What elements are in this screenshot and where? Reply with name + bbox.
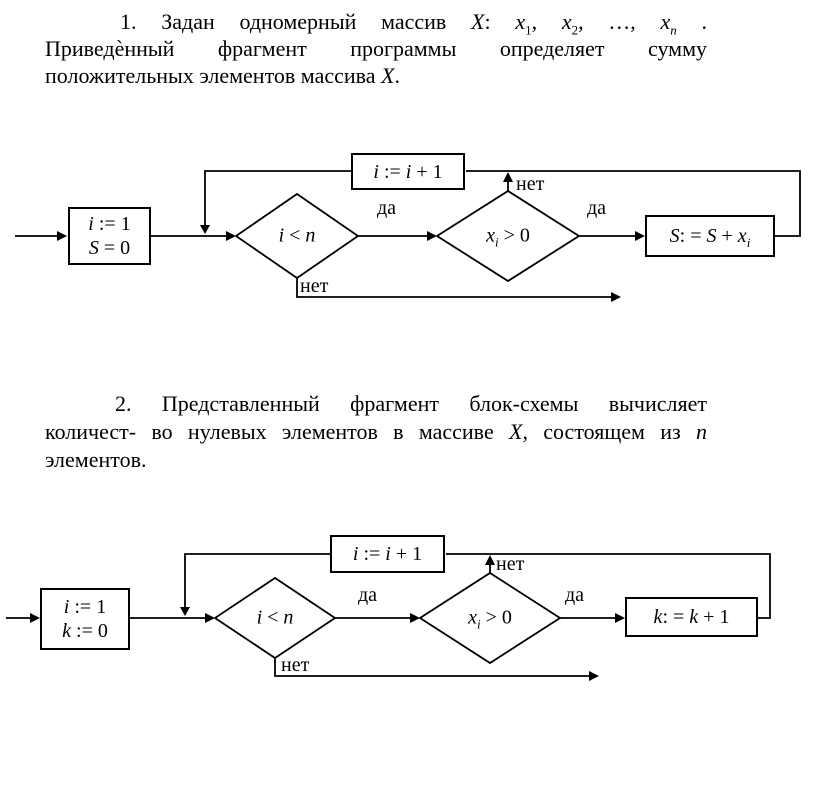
arrowhead-icon: [410, 613, 420, 623]
flowchart-1-lines: [15, 170, 801, 302]
flowchart1-sum-box: S: = S + xi: [645, 215, 775, 257]
paragraph-2-line-2: количест- во нулевых элементов в массиве…: [45, 419, 707, 444]
flowchart1-init-box: i := 1 S = 0: [68, 207, 151, 265]
arrowhead-icon: [200, 225, 210, 234]
decision-diamond: [213, 576, 337, 660]
arrowhead-icon: [485, 555, 495, 565]
flowchart2-init-box: i := 1 k := 0: [40, 588, 130, 650]
arrowhead-icon: [30, 613, 40, 623]
loop-connector-line: [184, 553, 330, 607]
arrowhead-icon: [205, 613, 215, 623]
flowchart1-condition2-label: xi > 0: [486, 224, 530, 250]
flowchart-2-lines: [6, 553, 771, 681]
flowchart2-no-label-bottom: нет: [281, 654, 310, 676]
arrowhead-icon: [611, 292, 621, 302]
paragraph-1-line-3: положительных элементов массива X.: [45, 63, 400, 88]
flowchart2-init-line1: i := 1: [63, 596, 107, 618]
loop-connector-line: [204, 170, 352, 225]
paragraph-1: 1. Задан одномерный массив X: x1, x2, …,…: [45, 8, 707, 89]
flowchart2-yes-label-2: да: [565, 584, 585, 606]
flowchart1-no-label-top: нет: [516, 173, 545, 195]
flowchart2-init-line2: k := 0: [62, 620, 108, 642]
arrowhead-icon: [427, 231, 437, 241]
arrowhead-icon: [635, 231, 645, 241]
flowchart2-count-label: k: = k + 1: [653, 606, 730, 628]
loop-connector-line: [446, 553, 771, 619]
arrowhead-icon: [503, 172, 513, 182]
flowchart2-condition1-label: i < n: [256, 606, 294, 629]
flowchart1-increment-box: i := i + 1: [351, 153, 465, 190]
loop-connector-line: [466, 170, 801, 237]
flowchart1-init-line1: i := 1: [88, 213, 131, 235]
flowchart1-yes-label-1: да: [377, 197, 397, 219]
flowchart1-condition1-label: i < n: [278, 224, 316, 247]
exit-connector-line: [296, 278, 611, 298]
flowchart1-sum-label: S: = S + xi: [669, 225, 751, 250]
exit-connector-line: [274, 658, 589, 677]
paragraph-2-line-3: элементов.: [45, 447, 147, 472]
flowchart1-increment-label: i := i + 1: [373, 160, 443, 183]
flowchart2-increment-box: i := i + 1: [330, 535, 445, 573]
arrowhead-icon: [615, 613, 625, 623]
flowchart2-count-box: k: = k + 1: [625, 597, 758, 637]
decision-diamond: [418, 571, 562, 665]
decision-diamond: [234, 192, 360, 280]
flowchart2-condition2-label: xi > 0: [468, 606, 512, 632]
paragraph-2: 2. Представленный фрагмент блок-схемы вы…: [45, 390, 707, 474]
arrowhead-icon: [180, 607, 190, 616]
paragraph-2-line-1: 2. Представленный фрагмент блок-схемы вы…: [115, 391, 707, 416]
flowchart1-yes-label-2: да: [587, 197, 607, 219]
decision-diamond: [435, 189, 581, 283]
flowchart1-no-label-bottom: нет: [300, 275, 329, 297]
flowchart2-increment-label: i := i + 1: [352, 543, 423, 565]
flowchart2-yes-label-1: да: [358, 584, 378, 606]
flowchart1-init-line2: S = 0: [88, 237, 131, 259]
flowchart2-no-label-top: нет: [496, 553, 525, 575]
arrowhead-icon: [57, 231, 67, 241]
arrowhead-icon: [226, 231, 236, 241]
paragraph-1-line-1: 1. Задан одномерный массив X: x1, x2, …,…: [120, 9, 707, 38]
paragraph-1-line-2: Приведѐнный фрагмент программы определяе…: [45, 36, 707, 61]
arrowhead-icon: [589, 671, 599, 681]
